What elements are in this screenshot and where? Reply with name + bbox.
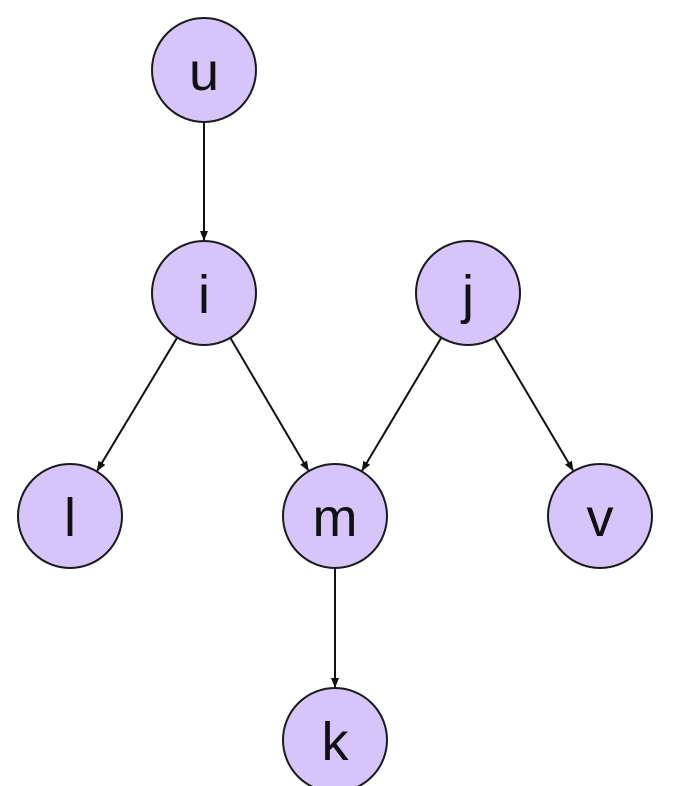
node-circle xyxy=(151,240,257,346)
edge-i-to-m xyxy=(229,337,310,472)
node-label: m xyxy=(313,488,358,548)
node-circle xyxy=(415,240,521,346)
node-i: i xyxy=(151,240,257,346)
node-v: v xyxy=(547,463,653,569)
node-j: j xyxy=(415,240,521,346)
node-l: l xyxy=(17,463,123,569)
node-circle xyxy=(17,463,123,569)
node-label: v xyxy=(587,488,614,548)
node-label: l xyxy=(64,488,76,548)
node-label: i xyxy=(198,265,210,325)
edge-j-to-v xyxy=(493,337,574,472)
node-label: u xyxy=(189,42,219,102)
edge-i-to-l xyxy=(96,337,179,472)
node-m: m xyxy=(282,463,388,569)
node-u: u xyxy=(151,17,257,123)
node-label: k xyxy=(322,712,350,772)
node-circle xyxy=(547,463,653,569)
node-circle xyxy=(151,17,257,123)
node-label: j xyxy=(460,265,474,325)
edge-j-to-m xyxy=(361,337,443,472)
node-k: k xyxy=(282,687,388,786)
node-circle xyxy=(282,463,388,569)
node-circle xyxy=(282,687,388,786)
